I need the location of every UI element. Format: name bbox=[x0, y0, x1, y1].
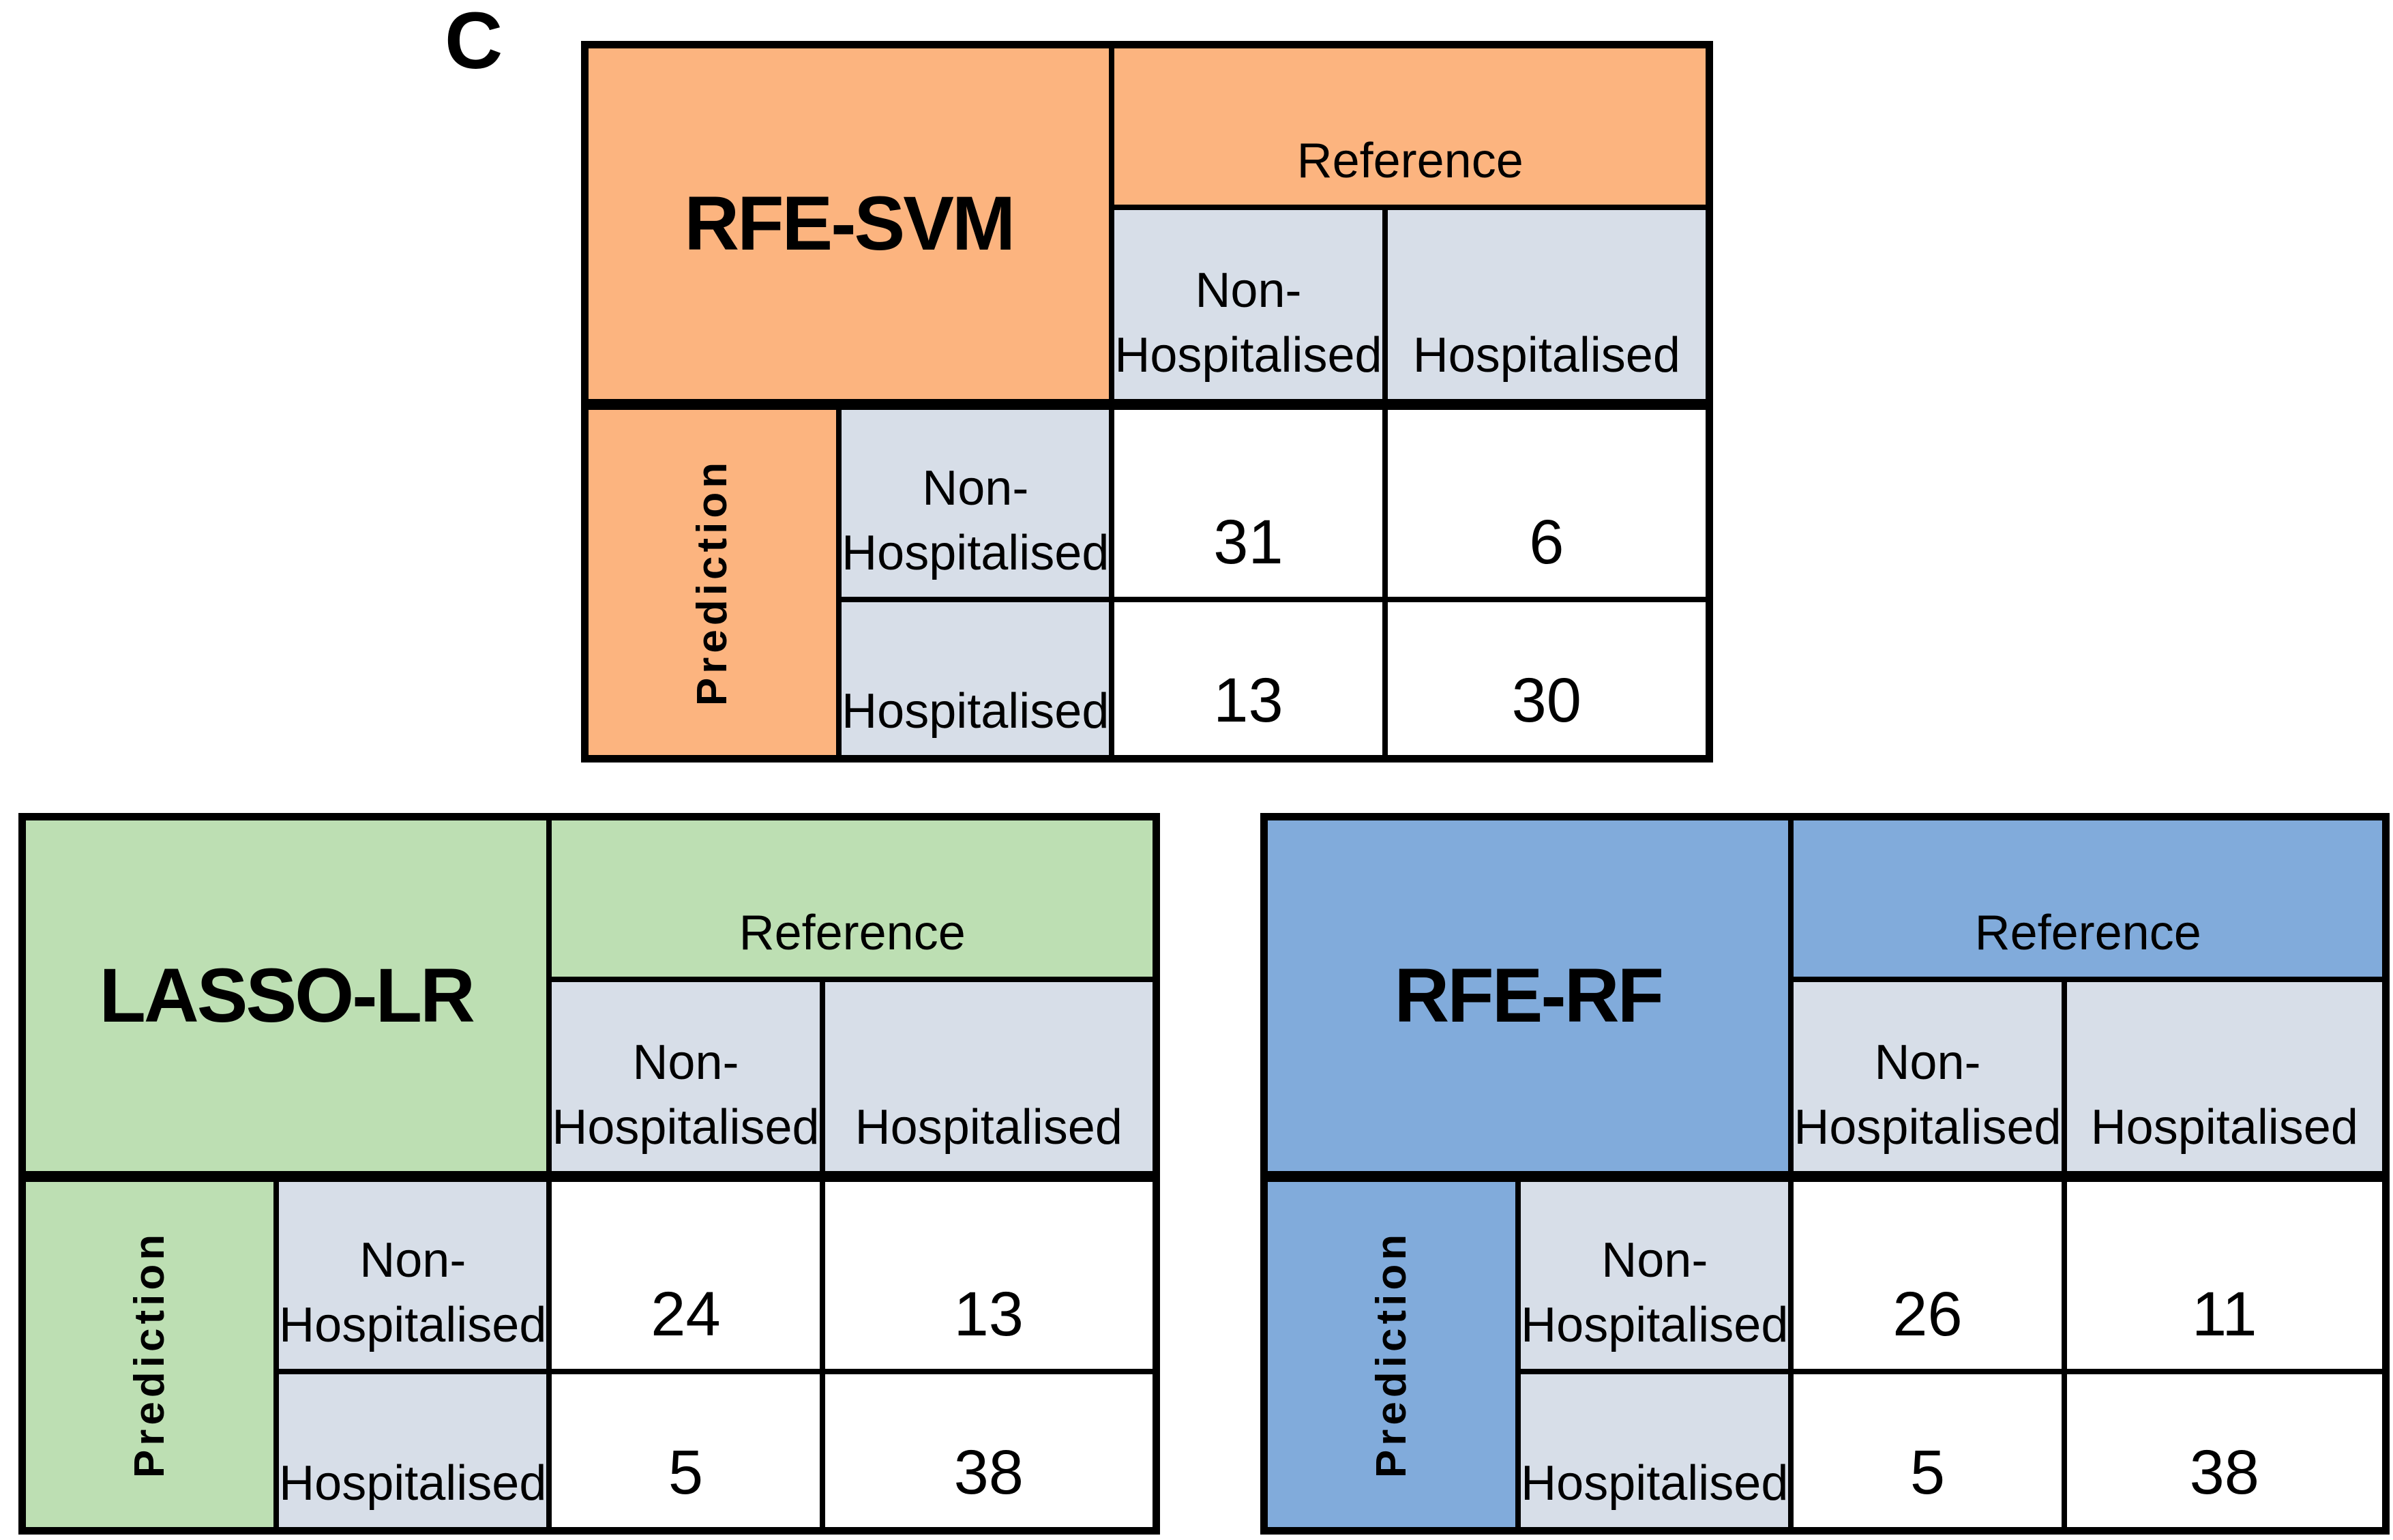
value-cell-true-negative: 24 bbox=[552, 1181, 820, 1369]
row-header-line: Hospitalised bbox=[842, 525, 1110, 580]
column-header-line: Non- bbox=[1195, 263, 1302, 318]
value-cell-false-negative: 6 bbox=[1387, 409, 1706, 597]
row-header-non-hospitalised: Non- Hospitalised bbox=[279, 1181, 547, 1369]
prediction-label: Prediction bbox=[126, 1230, 174, 1479]
value-cell-false-positive: 5 bbox=[1794, 1374, 2062, 1527]
column-header-line: Hospitalised bbox=[1794, 1099, 2062, 1155]
prediction-label: Prediction bbox=[689, 458, 737, 707]
value-cell-false-positive: 13 bbox=[1114, 602, 1382, 755]
row-header-line: Hospitalised bbox=[279, 1297, 547, 1352]
confusion-matrix-rfe-rf: RFE-RF Reference Non- Hospitalised Hospi… bbox=[1260, 813, 2390, 1535]
row-header-line: Non- bbox=[1601, 1232, 1708, 1288]
prediction-label: Prediction bbox=[1368, 1230, 1416, 1479]
reference-label: Reference bbox=[1974, 906, 2201, 961]
row-header-line: Hospitalised bbox=[279, 1455, 547, 1511]
value-cell-false-negative: 13 bbox=[824, 1181, 1153, 1369]
row-header-line: Non- bbox=[922, 460, 1029, 516]
column-header-line: Hospitalised bbox=[2090, 1099, 2358, 1155]
row-header-line: Hospitalised bbox=[1521, 1297, 1789, 1352]
value-cell-true-negative: 31 bbox=[1114, 409, 1382, 597]
row-header-hospitalised: Hospitalised bbox=[842, 602, 1110, 755]
panel-label: C bbox=[445, 0, 503, 86]
value-cell-true-negative: 26 bbox=[1794, 1181, 2062, 1369]
model-name: RFE-SVM bbox=[684, 181, 1015, 267]
column-header-hospitalised: Hospitalised bbox=[1387, 210, 1706, 404]
column-header-line: Hospitalised bbox=[1412, 327, 1680, 383]
row-header-hospitalised: Hospitalised bbox=[279, 1374, 547, 1527]
column-header-hospitalised: Hospitalised bbox=[824, 982, 1153, 1176]
row-header-hospitalised: Hospitalised bbox=[1521, 1374, 1789, 1527]
column-header-line: Hospitalised bbox=[1114, 327, 1382, 383]
model-name-cell: LASSO-LR bbox=[26, 820, 547, 1176]
reference-label: Reference bbox=[1296, 134, 1524, 189]
column-header-non-hospitalised: Non- Hospitalised bbox=[1114, 210, 1382, 404]
value-cell-true-positive: 30 bbox=[1387, 602, 1706, 755]
reference-header-cell: Reference bbox=[1114, 48, 1706, 205]
row-header-non-hospitalised: Non- Hospitalised bbox=[842, 409, 1110, 597]
row-header-non-hospitalised: Non- Hospitalised bbox=[1521, 1181, 1789, 1369]
column-header-non-hospitalised: Non- Hospitalised bbox=[1794, 982, 2062, 1176]
reference-header-cell: Reference bbox=[552, 820, 1153, 977]
model-name-cell: RFE-RF bbox=[1268, 820, 1789, 1176]
column-header-line: Hospitalised bbox=[854, 1099, 1123, 1155]
prediction-axis-cell: Prediction bbox=[589, 409, 837, 755]
value-cell-false-positive: 5 bbox=[552, 1374, 820, 1527]
column-header-non-hospitalised: Non- Hospitalised bbox=[552, 982, 820, 1176]
column-header-line: Hospitalised bbox=[552, 1099, 820, 1155]
value-cell-false-negative: 11 bbox=[2066, 1181, 2382, 1369]
reference-label: Reference bbox=[739, 906, 966, 961]
value-cell-true-positive: 38 bbox=[824, 1374, 1153, 1527]
row-header-line: Non- bbox=[359, 1232, 466, 1288]
column-header-line: Non- bbox=[1874, 1035, 1981, 1090]
reference-header-cell: Reference bbox=[1794, 820, 2382, 977]
prediction-axis-cell: Prediction bbox=[26, 1181, 274, 1527]
row-header-line: Hospitalised bbox=[1521, 1455, 1789, 1511]
model-name: LASSO-LR bbox=[99, 953, 475, 1039]
confusion-matrix-rfe-svm: RFE-SVM Reference Non- Hospitalised Hosp… bbox=[581, 41, 1713, 762]
column-header-line: Non- bbox=[632, 1035, 739, 1090]
value-cell-true-positive: 38 bbox=[2066, 1374, 2382, 1527]
prediction-axis-cell: Prediction bbox=[1268, 1181, 1516, 1527]
column-header-hospitalised: Hospitalised bbox=[2066, 982, 2382, 1176]
row-header-line: Hospitalised bbox=[842, 683, 1110, 739]
confusion-matrix-lasso-lr: LASSO-LR Reference Non- Hospitalised Hos… bbox=[18, 813, 1160, 1535]
model-name: RFE-RF bbox=[1394, 953, 1664, 1039]
model-name-cell: RFE-SVM bbox=[589, 48, 1110, 404]
